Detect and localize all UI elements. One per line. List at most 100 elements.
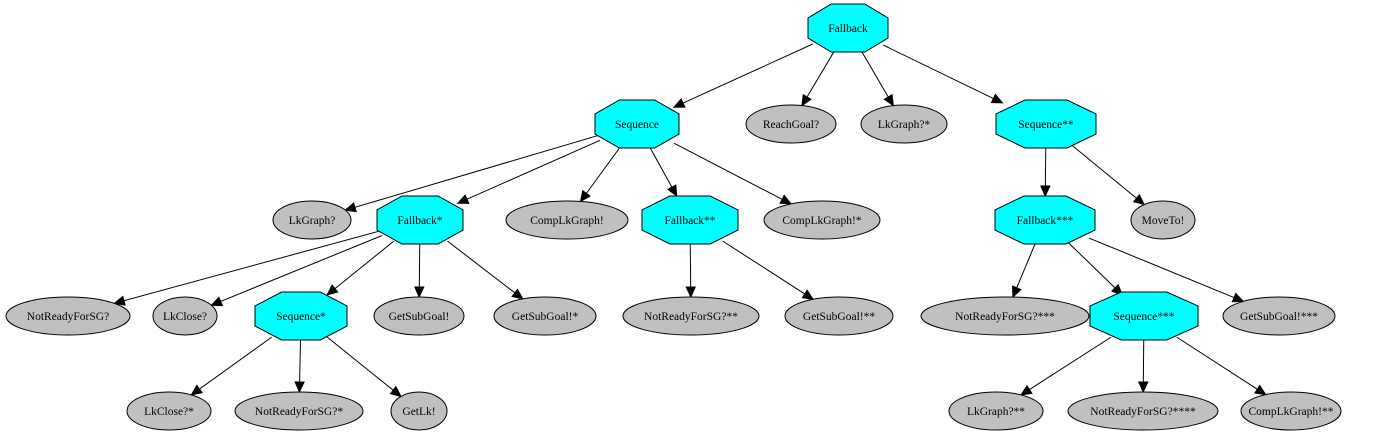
control-node-octagon <box>995 99 1097 149</box>
edge-sequence-to-complkgraph-star <box>673 142 793 205</box>
arrowhead <box>801 289 815 300</box>
leaf-node-ellipse <box>784 296 894 336</box>
node-sequence: Sequence <box>594 99 680 149</box>
edge-line <box>220 234 383 302</box>
node-sequence-3: Sequence*** <box>1089 291 1199 341</box>
leaf-node-ellipse <box>1222 296 1336 336</box>
leaf-node-ellipse <box>745 104 837 144</box>
edge-sequence-1-to-notready-1 <box>294 339 305 394</box>
edge-sequence-to-fallback-2 <box>649 147 678 198</box>
edge-sequence-1-to-lkclose-1 <box>190 336 272 396</box>
node-lkgraph-2: LkGraph?** <box>948 391 1044 431</box>
edge-line <box>649 147 673 188</box>
leaf-node-ellipse <box>763 200 881 240</box>
node-lkclose: LkClose? <box>152 296 218 336</box>
arrowhead <box>1020 384 1033 396</box>
edge-line <box>1066 240 1116 289</box>
leaf-node-ellipse <box>1130 200 1196 240</box>
edge-line <box>1088 237 1235 299</box>
node-label: CompLkGraph!* <box>782 215 861 227</box>
node-label: Sequence* <box>276 311 326 323</box>
leaf-node-ellipse <box>272 200 352 240</box>
arrowhead <box>672 98 686 108</box>
node-label: LkGraph?** <box>967 406 1025 418</box>
node-label: Sequence <box>615 119 659 131</box>
node-label: GetSubGoal! <box>389 311 450 323</box>
arrowhead <box>1040 185 1051 198</box>
node-label: Fallback <box>828 23 868 35</box>
arrowhead <box>1012 285 1022 299</box>
edge-line <box>1016 243 1036 289</box>
arrowhead <box>456 194 470 204</box>
control-node-octagon <box>594 99 680 149</box>
node-label: GetLk! <box>402 406 435 418</box>
leaf-node-ellipse <box>920 296 1090 336</box>
edge-fallback-3-to-notready-3 <box>1012 243 1036 299</box>
arrowhead <box>1231 292 1245 303</box>
edge-line <box>882 44 994 99</box>
arrowhead <box>883 93 894 107</box>
edge-line <box>722 240 805 295</box>
control-node-octagon <box>641 195 739 245</box>
node-complkgraph-2: CompLkGraph!** <box>1240 391 1342 431</box>
leaf-node-ellipse <box>234 391 364 431</box>
control-node-octagon <box>254 291 348 341</box>
node-sequence-1: Sequence* <box>254 291 348 341</box>
edge-sequence-2-to-moveto <box>1071 144 1146 206</box>
edge-line <box>1071 144 1137 199</box>
edge-fallback-2-to-notready-2 <box>685 243 696 299</box>
edges-layer <box>113 43 1267 398</box>
node-moveto: MoveTo! <box>1130 200 1196 240</box>
edge-fallback-to-sequence-2 <box>882 44 1004 104</box>
leaf-node-ellipse <box>152 296 218 336</box>
edge-fallback-3-to-getsubgoal-3 <box>1088 237 1245 303</box>
node-fallback-3: Fallback*** <box>994 195 1096 245</box>
control-node-octagon <box>376 195 464 245</box>
control-node-octagon <box>807 3 889 53</box>
edge-line <box>466 139 601 200</box>
arrowhead <box>801 93 812 107</box>
arrowhead <box>779 194 793 205</box>
edge-line <box>682 43 814 104</box>
edge-line <box>861 51 889 98</box>
node-label: Fallback*** <box>1017 215 1074 227</box>
leaf-node-ellipse <box>1240 391 1342 431</box>
edge-sequence-to-fallback-1 <box>456 139 601 204</box>
node-lkgraph-star: LkGraph?* <box>860 104 948 144</box>
node-label: ReachGoal? <box>763 119 819 131</box>
arrowhead <box>113 295 126 306</box>
edge-sequence-1-to-getlk <box>326 336 402 398</box>
edge-sequence-2-to-fallback-3 <box>1040 147 1051 198</box>
arrowhead <box>579 189 591 203</box>
node-complkgraph: CompLkGraph! <box>505 200 629 240</box>
edge-fallback-1-to-getsubgoal <box>414 243 425 299</box>
edge-sequence-3-to-notready-4 <box>1138 339 1149 394</box>
node-label: MoveTo! <box>1142 215 1185 227</box>
edge-sequence-to-lkgraph <box>344 134 601 213</box>
node-label: Fallback** <box>664 215 715 227</box>
arrowhead <box>1253 384 1267 396</box>
edge-fallback-to-reachgoal <box>801 51 835 107</box>
node-notready-1: NotReadyForSG?* <box>234 391 364 431</box>
arrowhead <box>326 284 339 296</box>
arrowhead <box>210 296 224 307</box>
leaf-node-ellipse <box>390 391 448 431</box>
edge-sequence-to-complkgraph <box>579 147 620 203</box>
leaf-node-ellipse <box>505 200 629 240</box>
node-getsubgoal-1: GetSubGoal!* <box>493 296 597 336</box>
edge-fallback-1-to-lkclose <box>210 234 383 307</box>
node-label: GetSubGoal!*** <box>1240 311 1318 323</box>
edge-sequence-3-to-lkgraph-2 <box>1020 336 1112 396</box>
node-label: Fallback* <box>397 215 443 227</box>
edge-line <box>447 240 516 294</box>
arrowhead <box>667 184 678 198</box>
node-label: NotReadyForSG? <box>27 311 109 323</box>
node-label: NotReadyForSG?** <box>644 311 738 323</box>
leaf-node-ellipse <box>860 104 948 144</box>
node-label: NotReadyForSG?* <box>255 406 343 418</box>
arrowhead <box>511 288 524 300</box>
arrowhead <box>1132 193 1146 206</box>
edge-line <box>299 339 301 383</box>
